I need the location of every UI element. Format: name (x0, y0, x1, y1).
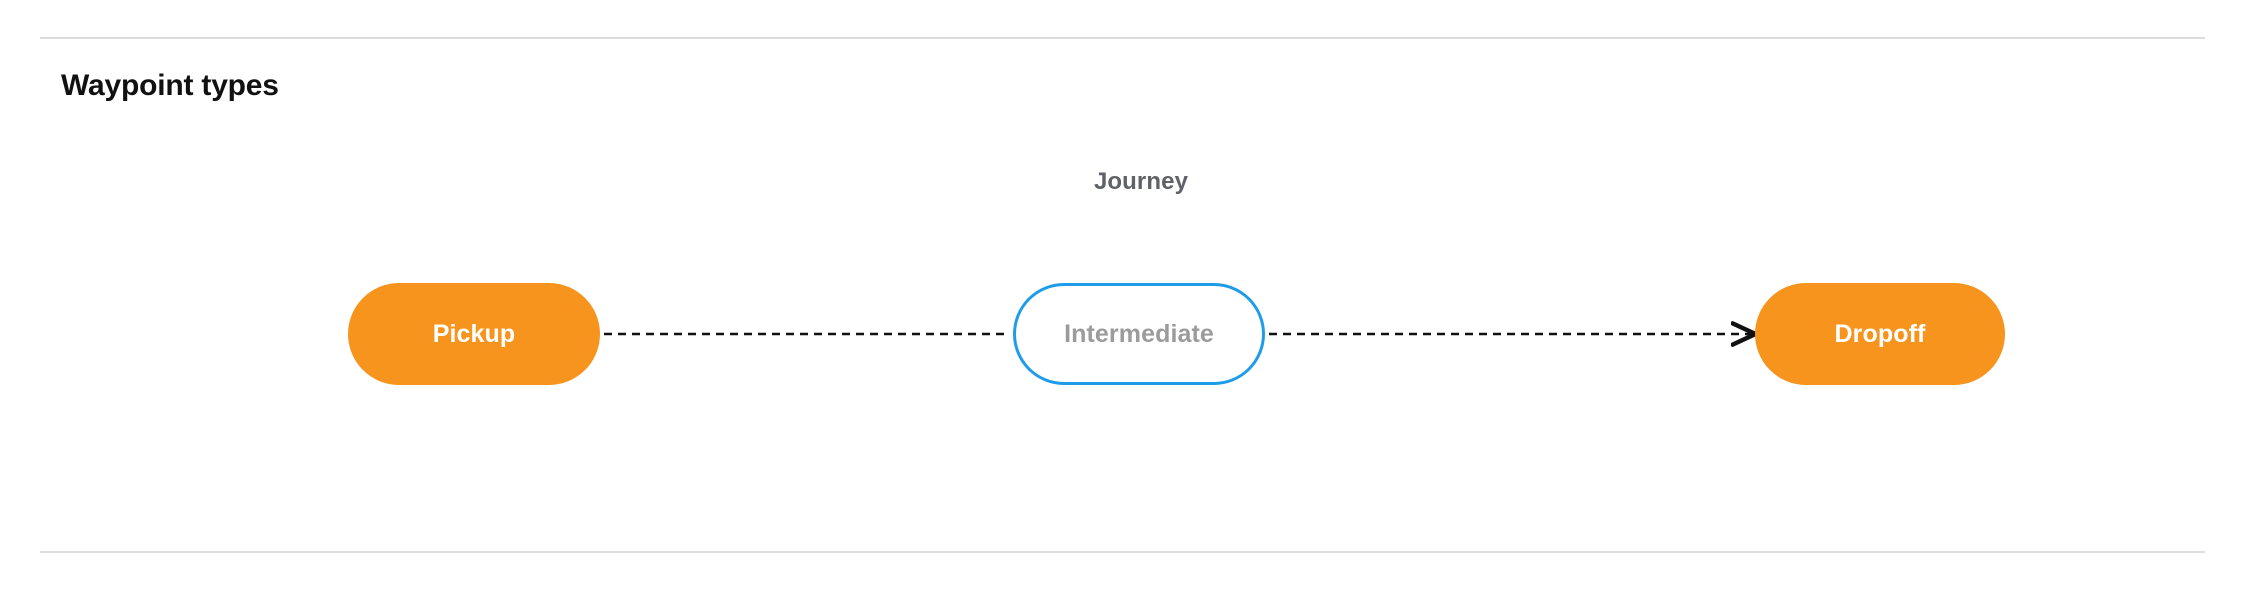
section-divider-bottom (40, 551, 2205, 553)
waypoint-node-dropoff[interactable]: Dropoff (1755, 283, 2005, 385)
page-title: Waypoint types (61, 69, 279, 102)
waypoint-node-intermediate[interactable]: Intermediate (1013, 283, 1265, 385)
waypoint-node-intermediate-label: Intermediate (1064, 319, 1214, 348)
waypoint-node-dropoff-label: Dropoff (1834, 319, 1926, 348)
waypoint-node-pickup[interactable]: Pickup (348, 283, 600, 385)
diagram-caption-journey: Journey (1093, 168, 1189, 195)
section-divider-top (40, 37, 2205, 39)
waypoint-node-pickup-label: Pickup (432, 319, 516, 348)
